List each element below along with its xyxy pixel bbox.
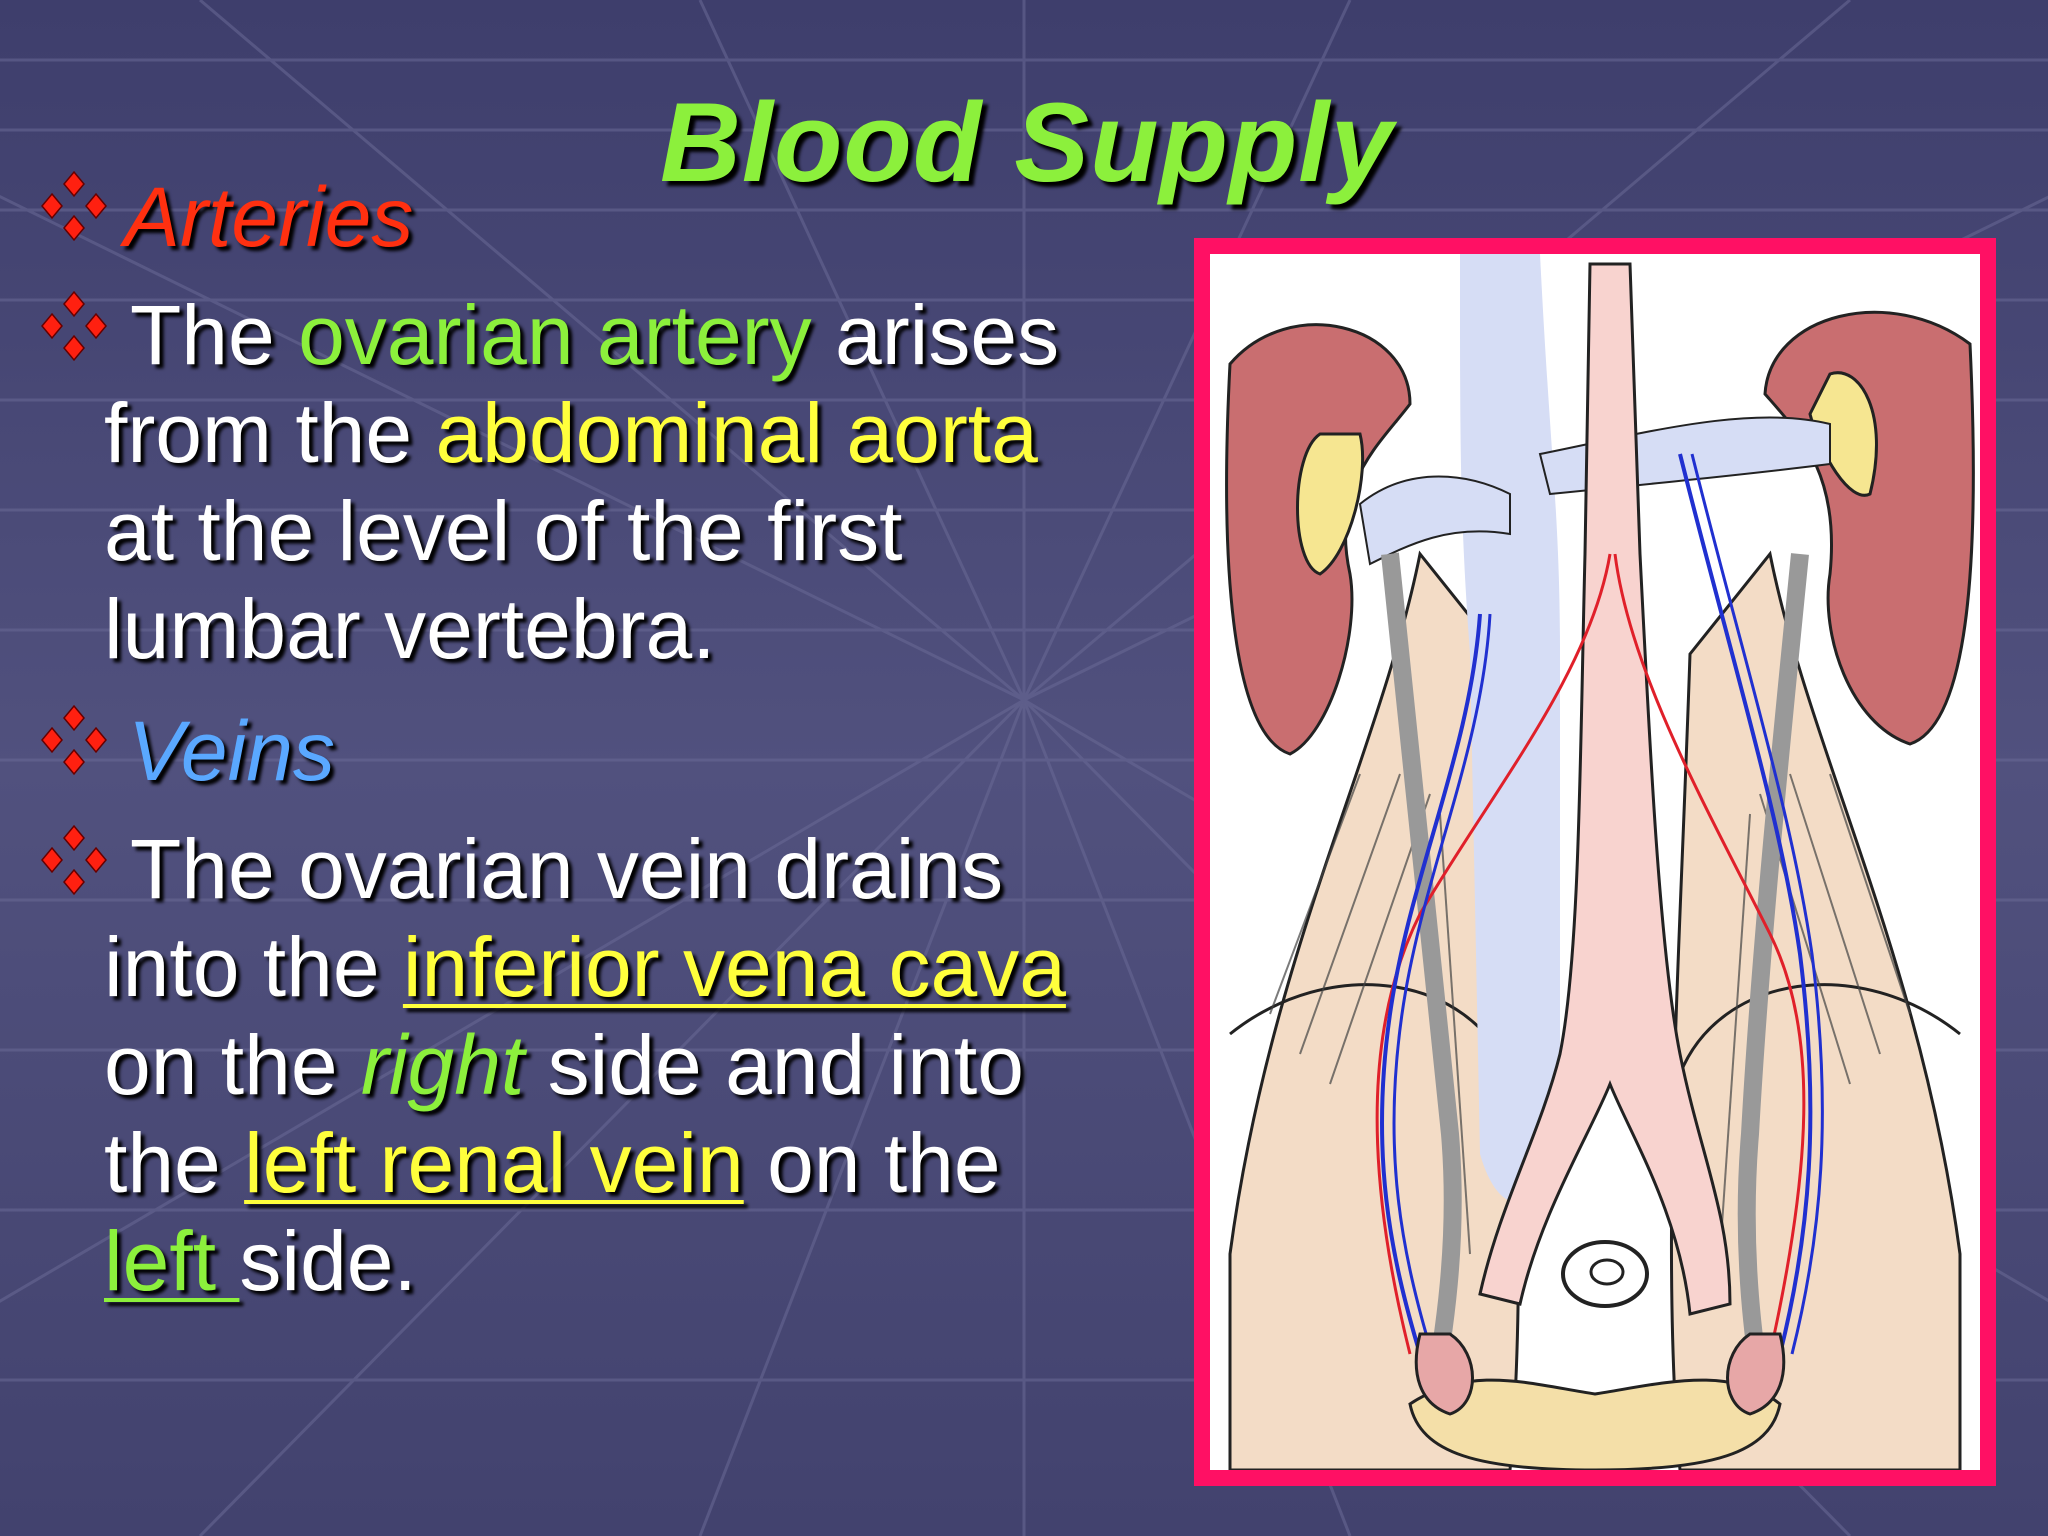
left-renal-vein-term: left renal vein [244,1116,744,1210]
veins-line-5: left side. [104,1214,417,1308]
veins-line-2: into the inferior vena cava [104,920,1066,1014]
figure-frame [1194,238,1996,1486]
veins-line-1: The ovarian vein drains [130,822,1004,916]
arteries-heading: Arteries [124,170,414,264]
veins-heading: Veins [128,704,336,798]
right-term: right [360,1018,525,1112]
inferior-vena-cava-term: inferior vena cava [402,920,1066,1014]
four-diamond-bullet-icon [41,824,107,896]
arteries-line-4: lumbar vertebra. [104,582,716,676]
veins-line-3: on the right side and into [104,1018,1024,1112]
left-term: left [104,1214,240,1308]
arteries-line-2: from the abdominal aorta [104,386,1038,480]
four-diamond-bullet-icon [41,704,107,776]
arteries-line-3: at the level of the first [104,484,903,578]
slide-title: Blood Supply [660,80,1394,205]
four-diamond-bullet-icon [41,290,107,362]
ovarian-blood-supply-diagram [1210,254,1980,1470]
veins-line-4: the left renal vein on the [104,1116,1001,1210]
arteries-line-1: The ovarian artery arises [130,288,1060,382]
ovarian-artery-term: ovarian artery [298,288,812,382]
abdominal-aorta-term: abdominal aorta [435,386,1038,480]
four-diamond-bullet-icon [41,170,107,242]
